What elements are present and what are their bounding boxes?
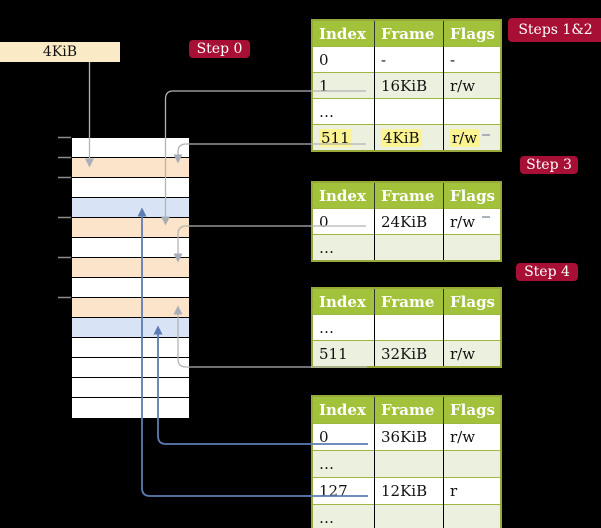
- cell-index: …: [319, 455, 334, 473]
- column-header-flags: Flags: [443, 182, 501, 209]
- column-header-index: Index: [312, 20, 375, 47]
- step-4-label: Step 4: [516, 263, 578, 281]
- table-row: 511 32KiB r/w: [312, 340, 501, 367]
- page-table-2: Index Frame Flags 0 24KiB r/w …: [311, 181, 502, 262]
- column-header-frame: Frame: [374, 20, 444, 47]
- page-table-3: Index Frame Flags … 511 32KiB r/w: [311, 287, 502, 368]
- table-row: …: [312, 504, 501, 528]
- memory-frame: [72, 258, 189, 278]
- table-header-row: Index Frame Flags: [312, 288, 501, 315]
- column-header-flags: Flags: [443, 288, 501, 315]
- column-header-flags: Flags: [443, 396, 501, 424]
- stack-tick-marks: [58, 136, 71, 299]
- cell-flags: r/w: [450, 212, 476, 231]
- cell-index: 0: [319, 50, 329, 69]
- cell-frame: 16KiB: [381, 76, 428, 95]
- page-table-4: Index Frame Flags 0 36KiB r/w … 127 12Ki…: [311, 395, 502, 528]
- steps-1-2-label: Steps 1&2: [508, 18, 601, 42]
- table-header-row: Index Frame Flags: [312, 20, 501, 47]
- cell-flags: r/w: [450, 428, 476, 446]
- cell-frame: -: [381, 50, 387, 69]
- table-row: 1 16KiB r/w: [312, 72, 501, 99]
- cell-index: …: [319, 509, 334, 527]
- column-header-frame: Frame: [374, 396, 444, 424]
- cell-frame: 32KiB: [381, 344, 428, 363]
- cell-index: 0: [319, 428, 329, 446]
- memory-frame: [72, 198, 189, 218]
- cell-flags: r/w: [450, 76, 476, 95]
- cell-index: 1: [319, 76, 329, 95]
- memory-frame: [72, 138, 189, 158]
- table-row: 0 36KiB r/w: [312, 423, 501, 451]
- memory-frame: [72, 278, 189, 298]
- cell-index: 511: [319, 344, 348, 363]
- cell-flags: r: [450, 482, 458, 500]
- memory-frame: [72, 218, 189, 238]
- cell-frame: 4KiB: [381, 128, 422, 147]
- column-header-index: Index: [312, 182, 375, 209]
- step-0-label: Step 0: [189, 40, 250, 58]
- cell-frame: 24KiB: [381, 212, 428, 231]
- cell-index: 511: [319, 128, 352, 147]
- table-row: …: [312, 234, 501, 261]
- cell-frame: 36KiB: [381, 428, 428, 446]
- cell-frame: 12KiB: [381, 482, 428, 500]
- table-row: …: [312, 450, 501, 478]
- memory-frame: [72, 358, 189, 378]
- physical-memory-stack: [71, 137, 190, 418]
- memory-frame: [72, 178, 189, 198]
- table-row: 511 4KiB r/w: [312, 124, 501, 151]
- memory-frame: [72, 298, 189, 318]
- page-table-1: Index Frame Flags 0 - - 1 16KiB r/w …: [311, 19, 502, 152]
- cell-index: …: [319, 318, 334, 337]
- column-header-frame: Frame: [374, 288, 444, 315]
- column-header-flags: Flags: [443, 20, 501, 47]
- table-row: 0 - -: [312, 46, 501, 73]
- cell-index: 0: [319, 212, 329, 231]
- cell-index: 127: [319, 482, 348, 500]
- step-3-label: Step 3: [520, 156, 578, 174]
- table-header-row: Index Frame Flags: [312, 396, 501, 424]
- cell-index: …: [319, 238, 334, 257]
- cell-flags: r/w: [450, 128, 480, 147]
- memory-frame: [72, 158, 189, 178]
- cell-flags: r/w: [450, 344, 476, 363]
- table-row: 127 12KiB r: [312, 477, 501, 505]
- column-header-index: Index: [312, 396, 375, 424]
- table-row: …: [312, 98, 501, 125]
- memory-frame: [72, 378, 189, 398]
- column-header-frame: Frame: [374, 182, 444, 209]
- cell-flags: -: [450, 50, 456, 69]
- cell-index: …: [319, 102, 334, 121]
- table-row: …: [312, 314, 501, 341]
- column-header-index: Index: [312, 288, 375, 315]
- table-row: 0 24KiB r/w: [312, 208, 501, 235]
- memory-frame: [72, 338, 189, 358]
- memory-frame: [72, 318, 189, 338]
- table-header-row: Index Frame Flags: [312, 182, 501, 209]
- memory-frame: [72, 238, 189, 258]
- root-table-address-box: 4KiB: [0, 42, 120, 62]
- memory-frame: [72, 398, 189, 418]
